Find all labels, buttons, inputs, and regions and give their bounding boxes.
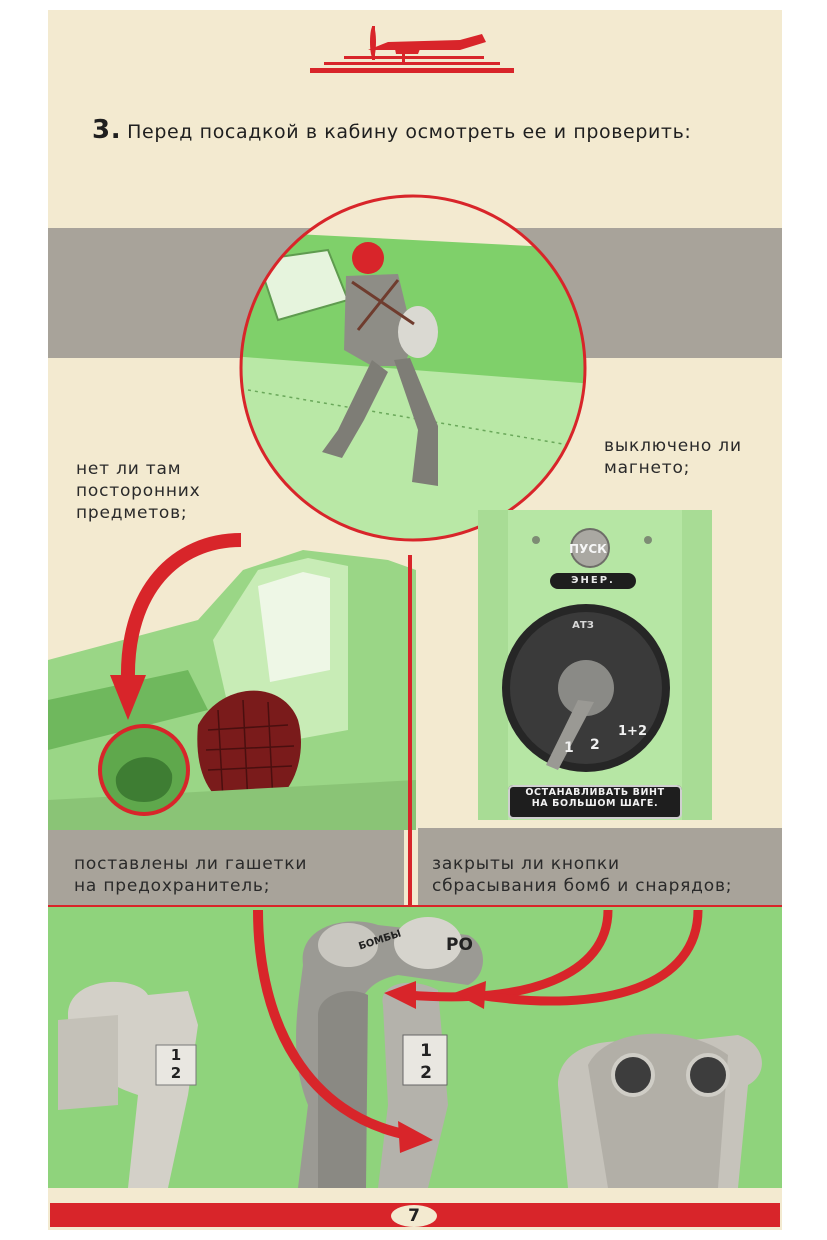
vertical-divider <box>408 555 412 905</box>
caption-line: на предохранитель; <box>74 876 271 896</box>
start-button[interactable]: ПУСК <box>569 542 607 556</box>
airplane-emblem <box>310 26 514 73</box>
manual-page: 3.Перед посадкой в кабину осмотреть ее и… <box>48 10 782 1230</box>
caption-line: выключено ли <box>604 436 742 456</box>
warning-plate-line-2: НА БОЛЬШОМ ШАГЕ. <box>531 798 659 809</box>
left-plate-number-2: 2 <box>170 1064 182 1082</box>
warning-plate-line-1: ОСТАНАВЛИВАТЬ ВИНТ <box>525 787 665 798</box>
parachute-highlight-circle <box>98 724 190 816</box>
instruction-heading: 3.Перед посадкой в кабину осмотреть ее и… <box>92 115 691 145</box>
step-text: Перед посадкой в кабину осмотреть ее и п… <box>127 121 692 143</box>
caption-line: посторонних <box>76 481 201 501</box>
bottom-red-line <box>48 905 782 907</box>
page-number: 7 <box>391 1205 437 1227</box>
step-number: 3. <box>92 115 122 145</box>
center-plate-number-2: 2 <box>420 1063 432 1083</box>
switch-label-1: 1 <box>564 740 574 756</box>
caption-buttons: закрыты ли кнопки сбрасывания бомб и сна… <box>432 853 732 897</box>
caption-line: закрыты ли кнопки <box>432 854 620 874</box>
arrow-to-parachute <box>110 533 242 720</box>
bottom-right-gray-band <box>418 828 782 908</box>
caption-magneto: выключено ли магнето; <box>604 435 742 479</box>
dial-label: АТЗ <box>572 620 594 631</box>
left-plate-number-1: 1 <box>170 1046 182 1064</box>
bottom-left-gray-band <box>48 828 404 908</box>
control-sticks-illustration <box>58 909 762 1188</box>
caption-line: предметов; <box>76 503 188 523</box>
ignition-panel <box>478 510 712 820</box>
caption-line: сбрасывания бомб и снарядов; <box>432 876 733 896</box>
energy-label: ЭНЕР. <box>571 575 615 586</box>
caption-line: нет ли там <box>76 459 182 479</box>
center-plate-number-1: 1 <box>420 1041 432 1061</box>
caption-triggers: поставлены ли гашетки на предохранитель; <box>74 853 307 897</box>
caption-line: поставлены ли гашетки <box>74 854 308 874</box>
switch-label-2: 2 <box>590 737 600 753</box>
ro-label: РО <box>446 935 473 955</box>
warning-plate: ОСТАНАВЛИВАТЬ ВИНТ НА БОЛЬШОМ ШАГЕ. <box>508 785 682 819</box>
switch-label-1-2: 1+2 <box>618 724 647 739</box>
caption-foreign-objects: нет ли там посторонних предметов; <box>76 458 201 524</box>
caption-line: магнето; <box>604 458 691 478</box>
pilot-boarding-circle <box>239 194 587 542</box>
